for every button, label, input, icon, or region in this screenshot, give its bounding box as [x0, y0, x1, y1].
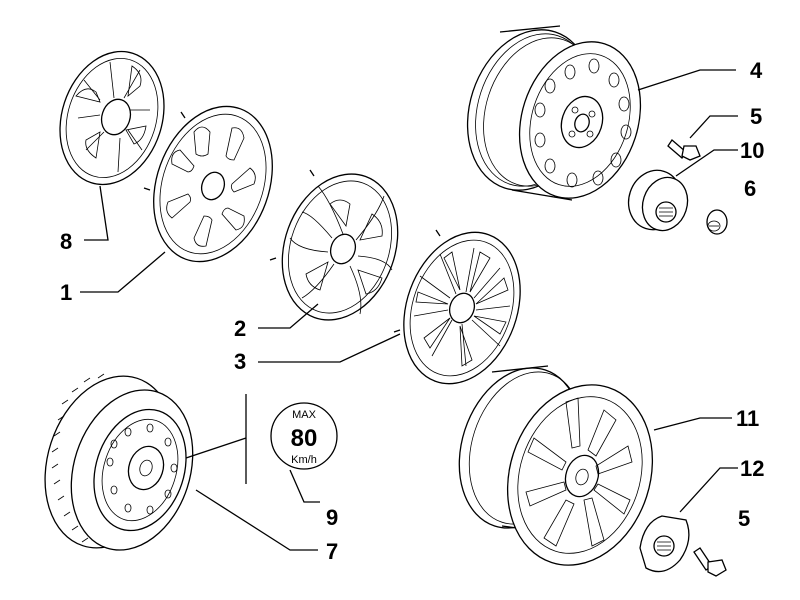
steel-wheel-part-4 — [466, 25, 642, 201]
hubcap-part-3 — [393, 229, 521, 385]
label-part-10: 10 — [740, 138, 764, 163]
label-part-8: 8 — [60, 229, 72, 254]
hubcap-part-2 — [269, 169, 399, 321]
label-part-4: 4 — [750, 58, 763, 83]
speed-sign-top: MAX — [292, 409, 317, 421]
speed-sign-part-9: MAX 80 Km/h — [270, 402, 338, 470]
tire-wheel-part-7 — [44, 373, 247, 551]
label-part-5-top: 5 — [750, 104, 762, 129]
speed-sign-unit: Km/h — [291, 454, 317, 466]
label-part-9: 9 — [326, 505, 338, 530]
leader-lines — [80, 69, 738, 551]
label-part-1: 1 — [60, 280, 72, 305]
label-part-6: 6 — [744, 176, 756, 201]
bolt-part-5-bottom — [693, 547, 727, 577]
part-labels: 8 1 2 3 4 5 10 6 9 7 11 12 5 — [60, 58, 764, 564]
label-part-3: 3 — [234, 349, 246, 374]
label-part-12: 12 — [740, 456, 764, 481]
center-cap-part-12 — [639, 515, 690, 573]
label-part-7: 7 — [326, 539, 338, 564]
alloy-wheel-part-11 — [458, 365, 654, 566]
speed-sign-value: 80 — [291, 425, 318, 452]
hubcap-part-1 — [143, 105, 273, 263]
label-part-5-bottom: 5 — [738, 506, 750, 531]
bolt-part-5-top — [667, 139, 701, 161]
hubcap-part-8 — [59, 50, 165, 186]
center-cap-part-10 — [627, 169, 689, 232]
small-cap-part-6 — [706, 209, 728, 235]
label-part-11: 11 — [736, 406, 759, 431]
label-part-2: 2 — [234, 316, 246, 341]
